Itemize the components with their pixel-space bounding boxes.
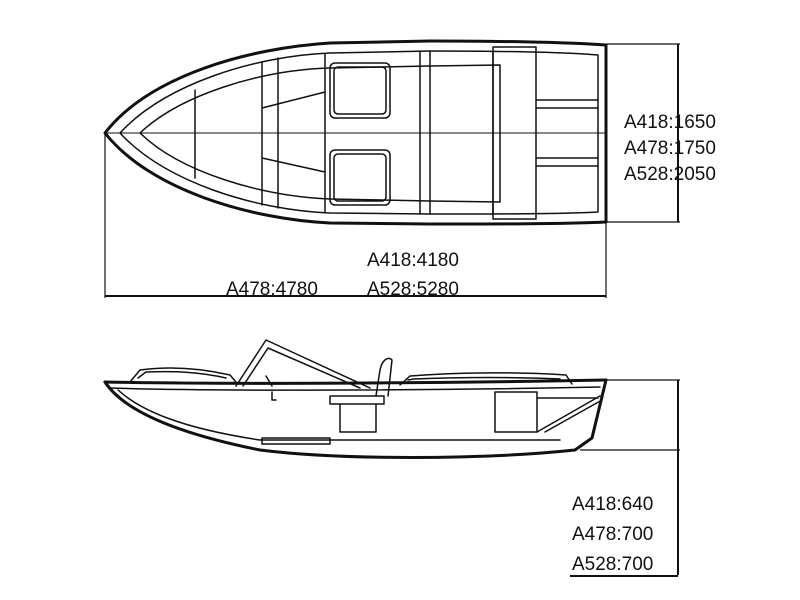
top-view-dimensions (104, 43, 680, 298)
top-view-width-labels: A418:1650 A478:1750 A528:2050 (624, 112, 716, 185)
length-label-a418: A418:4180 (367, 250, 459, 271)
width-label-a478: A478:1750 (624, 138, 716, 159)
height-label-a478: A478:700 (572, 524, 653, 545)
width-label-a528: A528:2050 (624, 164, 716, 185)
side-view-hull (103, 339, 608, 459)
side-view-dimensions (570, 379, 680, 577)
top-view-length-labels: A418:4180 A478:4780 A528:5280 (226, 250, 459, 300)
height-label-a418: A418:640 (572, 494, 653, 515)
length-label-a478: A478:4780 (226, 279, 318, 300)
side-view-height-labels: A418:640 A478:700 A528:700 (572, 494, 653, 575)
top-view-hull (103, 39, 608, 226)
length-label-a528: A528:5280 (367, 279, 459, 300)
width-label-a418: A418:1650 (624, 112, 716, 133)
height-label-a528: A528:700 (572, 554, 653, 575)
